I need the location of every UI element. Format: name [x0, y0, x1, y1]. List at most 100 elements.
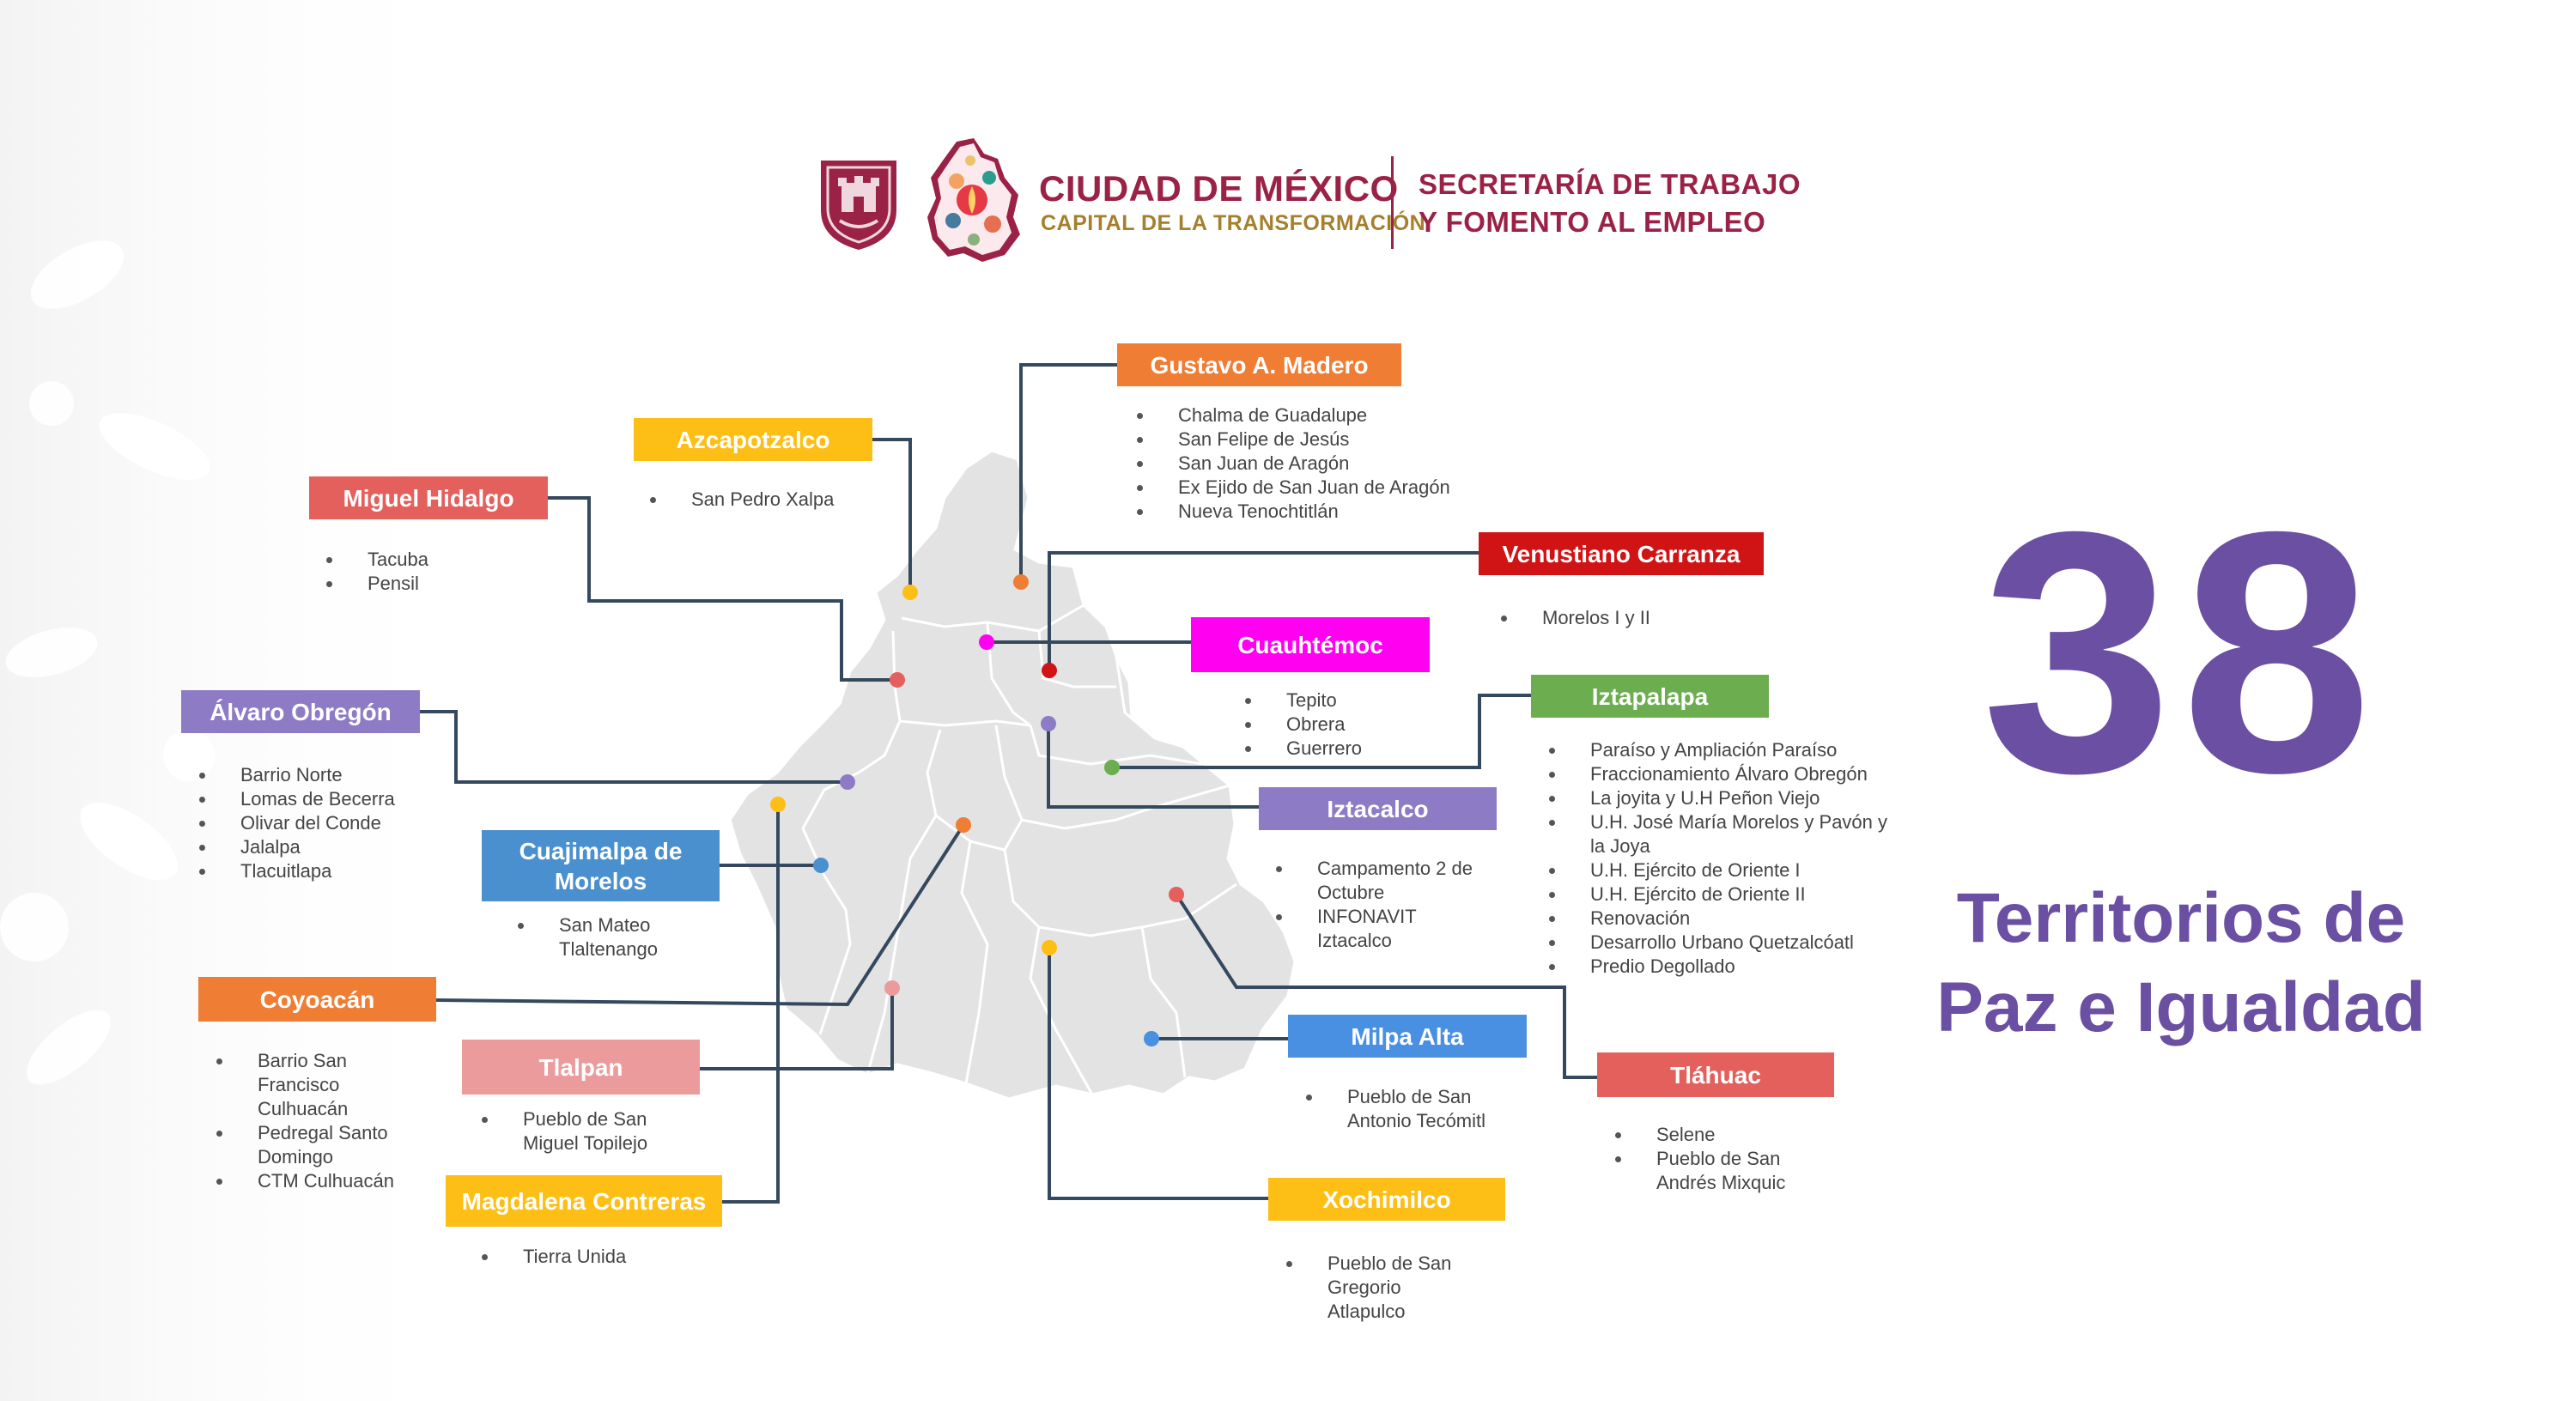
- connector-xochimilco: [1048, 948, 1268, 1200]
- list-miguel-hidalgo: Tacuba Pensil: [323, 548, 546, 596]
- location-marker-milpa-alta: [1144, 1031, 1159, 1046]
- headline-title-line2: Paz e Igualdad: [1936, 968, 2426, 1046]
- city-shield-logo: [821, 161, 896, 250]
- list-item: Chalma de Guadalupe: [1133, 403, 1494, 428]
- secretaria-line2: Y FOMENTO AL EMPLEO: [1419, 206, 1766, 238]
- list-iztacalco: Campamento 2 de Octubre INFONAVIT Iztaca…: [1273, 857, 1492, 953]
- label-miguel-hidalgo: Miguel Hidalgo: [309, 476, 548, 519]
- list-coyoacan: Barrio San Francisco Culhuacán Pedregal …: [213, 1049, 419, 1193]
- list-item: Fraccionamiento Álvaro Obregón: [1546, 762, 1906, 786]
- list-milpa-alta: Pueblo de San Antonio Tecómitl: [1303, 1085, 1526, 1133]
- label-coyoacan: Coyoacán: [198, 977, 436, 1022]
- list-item: Selene: [1612, 1123, 1835, 1147]
- label-venustiano-carranza: Venustiano Carranza: [1479, 532, 1764, 575]
- list-item: Predio Degollado: [1546, 955, 1906, 979]
- secretaria-line1: SECRETARÍA DE TRABAJO: [1419, 168, 1801, 200]
- connector-iztacalco: [1047, 724, 1259, 809]
- list-item: Tacuba: [323, 548, 546, 572]
- list-tlahuac: Selene Pueblo de San Andrés Mixquic: [1612, 1123, 1835, 1195]
- headline-title: Territorios de Paz e Igualdad: [1906, 874, 2456, 1052]
- list-item: Tlacuitlapa: [196, 859, 453, 883]
- list-item: La joyita y U.H Peñon Viejo: [1546, 786, 1906, 810]
- label-cuajimalpa: Cuajimalpa de Morelos: [482, 830, 720, 901]
- label-tlahuac: Tláhuac: [1597, 1052, 1834, 1097]
- brand-subtitle: CAPITAL DE LA TRANSFORMACIÓN: [1041, 211, 1426, 235]
- list-item: Barrio Norte: [196, 763, 453, 787]
- list-item: CTM Culhuacán: [213, 1169, 419, 1193]
- list-item: San Felipe de Jesús: [1133, 428, 1494, 452]
- location-marker-coyoacan: [956, 817, 971, 833]
- list-item: Campamento 2 de Octubre: [1273, 857, 1492, 905]
- list-item: Tierra Unida: [478, 1245, 702, 1269]
- cdmx-silhouette: [728, 449, 1297, 1101]
- list-item: Ex Ejido de San Juan de Aragón: [1133, 476, 1494, 500]
- header-divider: [1391, 156, 1394, 249]
- list-item: U.H. Ejército de Oriente II: [1546, 882, 1906, 907]
- connector-magdalena-contreras: [722, 804, 780, 1204]
- connector-azcapotzalco: [872, 438, 912, 592]
- list-item: Guerrero: [1242, 737, 1448, 761]
- connector-alvaro-obregon: [420, 710, 848, 784]
- list-item: Desarrollo Urbano Quetzalcóatl: [1546, 931, 1906, 955]
- connector-tlalpan: [700, 988, 894, 1070]
- label-azcapotzalco: Azcapotzalco: [634, 418, 872, 461]
- label-cuauhtemoc: Cuauhtémoc: [1191, 617, 1430, 672]
- list-cuajimalpa: San Mateo Tlaltenango: [514, 913, 712, 961]
- location-marker-xochimilco: [1042, 940, 1057, 955]
- connector-venustiano-carranza: [1048, 551, 1479, 670]
- headline-title-line1: Territorios de: [1956, 879, 2406, 957]
- label-alvaro-obregon: Álvaro Obregón: [181, 690, 420, 733]
- label-xochimilco: Xochimilco: [1268, 1178, 1505, 1221]
- list-venustiano-carranza: Morelos I y II: [1498, 606, 1755, 630]
- list-item: Pueblo de San Gregorio Atlapulco: [1283, 1252, 1472, 1324]
- cdmx-floral-map-logo: [927, 138, 1020, 262]
- list-gustavo-a-madero: Chalma de Guadalupe San Felipe de Jesús …: [1133, 403, 1494, 524]
- list-item: Morelos I y II: [1498, 606, 1755, 630]
- location-marker-miguel-hidalgo: [890, 672, 905, 688]
- location-marker-tlahuac: [1169, 887, 1184, 902]
- list-item: San Pedro Xalpa: [647, 488, 904, 512]
- list-cuauhtemoc: Tepito Obrera Guerrero: [1242, 688, 1448, 761]
- list-item: Barrio San Francisco Culhuacán: [213, 1049, 419, 1121]
- list-item: Pueblo de San Andrés Mixquic: [1612, 1147, 1835, 1195]
- list-item: U.H. Ejército de Oriente I: [1546, 858, 1906, 882]
- connector-miguel-hidalgo: [548, 496, 897, 682]
- label-tlalpan: Tlalpan: [462, 1040, 700, 1095]
- location-marker-azcapotzalco: [902, 585, 918, 600]
- list-item: Lomas de Becerra: [196, 787, 453, 811]
- label-iztapalapa: Iztapalapa: [1531, 675, 1769, 718]
- list-item: Tepito: [1242, 688, 1448, 713]
- list-alvaro-obregon: Barrio Norte Lomas de Becerra Olivar del…: [196, 763, 453, 883]
- list-item: Paraíso y Ampliación Paraíso: [1546, 738, 1906, 762]
- list-magdalena-contreras: Tierra Unida: [478, 1245, 702, 1269]
- territories-count: 38: [1981, 460, 2381, 844]
- connector-iztapalapa: [1112, 694, 1531, 769]
- list-item: Jalalpa: [196, 835, 453, 859]
- location-marker-venustiano-carranza: [1042, 663, 1057, 678]
- label-magdalena-contreras: Magdalena Contreras: [446, 1175, 722, 1227]
- list-item: Pedregal Santo Domingo: [213, 1121, 419, 1169]
- list-item: Olivar del Conde: [196, 811, 453, 835]
- list-iztapalapa: Paraíso y Ampliación Paraíso Fraccionami…: [1546, 738, 1906, 979]
- location-marker-gustavo-a-madero: [1013, 574, 1029, 590]
- location-marker-cuauhtemoc: [979, 634, 994, 650]
- list-item: U.H. José María Morelos y Pavón y la Joy…: [1546, 810, 1906, 858]
- list-item: San Juan de Aragón: [1133, 452, 1494, 476]
- location-marker-alvaro-obregon: [840, 774, 855, 790]
- location-marker-tlalpan: [884, 980, 900, 996]
- location-marker-magdalena-contreras: [770, 797, 786, 812]
- label-milpa-alta: Milpa Alta: [1288, 1015, 1527, 1058]
- location-marker-iztacalco: [1041, 716, 1056, 731]
- list-tlalpan: Pueblo de San Miguel Topilejo: [478, 1107, 693, 1155]
- list-item: Obrera: [1242, 713, 1448, 737]
- location-marker-cuajimalpa: [813, 858, 829, 873]
- list-item: Nueva Tenochtitlán: [1133, 500, 1494, 524]
- list-item: INFONAVIT Iztacalco: [1273, 905, 1492, 953]
- connector-tlahuac: [1175, 893, 1597, 1079]
- list-item: Pensil: [323, 572, 546, 596]
- connector-gustavo-a-madero: [1019, 363, 1117, 582]
- brand-title: CIUDAD DE MÉXICO: [1039, 168, 1399, 209]
- list-xochimilco: Pueblo de San Gregorio Atlapulco: [1283, 1252, 1472, 1324]
